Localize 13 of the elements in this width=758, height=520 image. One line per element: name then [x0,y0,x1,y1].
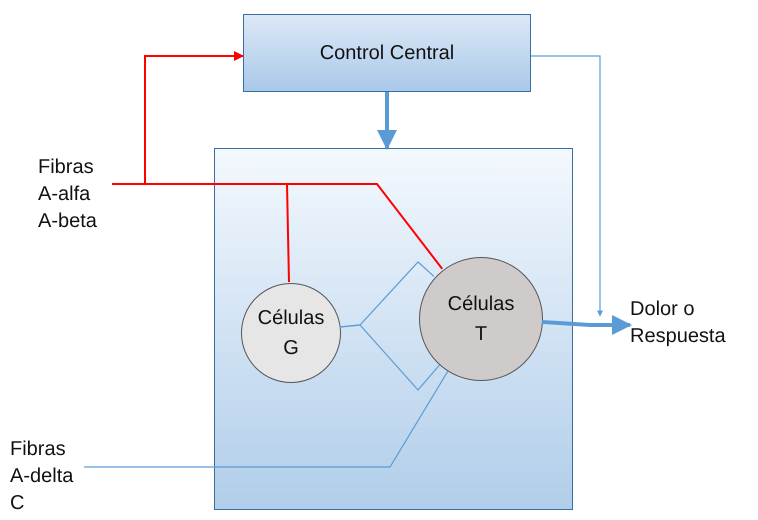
connector [377,92,397,150]
connector [84,370,448,468]
node-text: Células T [446,292,516,347]
node-label: Fibras A-delta C [10,437,74,516]
node-text: Células G [256,306,326,361]
connector [542,315,632,335]
process-box [243,14,531,92]
node-label: Fibras A-alfa A-beta [38,155,98,234]
connector [531,55,603,317]
node-label: Dolor o Respuesta [630,297,727,349]
connector [340,324,440,391]
node-text: Control Central [320,41,454,66]
container-box [214,148,573,510]
